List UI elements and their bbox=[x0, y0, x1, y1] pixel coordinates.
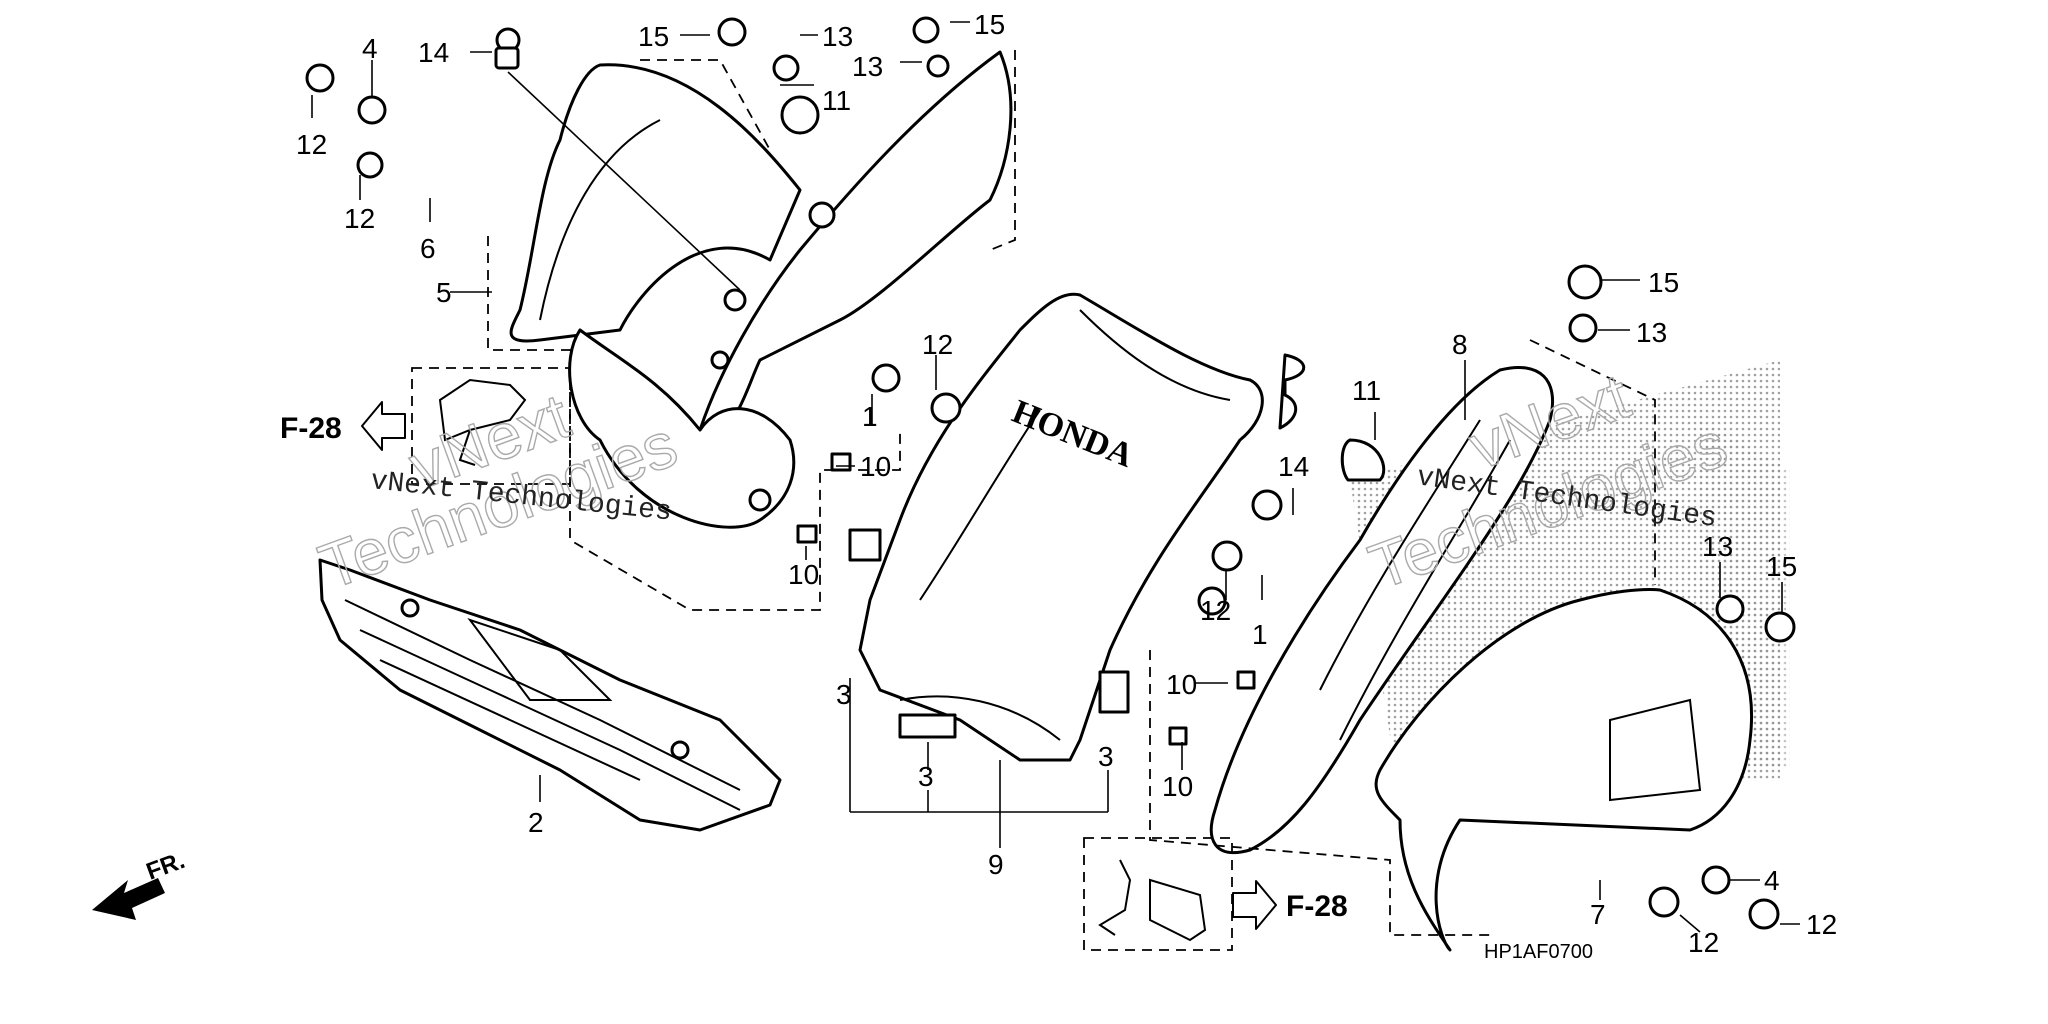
group-outline-right-bottom bbox=[1149, 650, 1490, 936]
callout-label: 12 bbox=[344, 203, 375, 234]
callout-label: 10 bbox=[1162, 771, 1193, 802]
callout-label: 13 bbox=[1636, 317, 1667, 348]
callout-label: 12 bbox=[1688, 927, 1719, 958]
windscreen-part-5 bbox=[509, 63, 802, 343]
callout-label: 13 bbox=[1702, 531, 1733, 562]
group-outline-left-top bbox=[989, 50, 1016, 251]
group-outline-left-top2 bbox=[640, 59, 771, 151]
reference-right[interactable]: F-28 bbox=[1232, 880, 1348, 930]
callout-label: 2 bbox=[528, 807, 544, 838]
ref-label-left: F-28 bbox=[280, 412, 342, 445]
callout-label: 3 bbox=[918, 761, 934, 792]
diagram-code: HP1AF0700 bbox=[1484, 941, 1593, 963]
reference-left[interactable]: F-28 bbox=[280, 401, 406, 451]
bracket-detail-left bbox=[438, 378, 527, 466]
callout-label: 11 bbox=[1352, 375, 1381, 406]
arrow-right-icon bbox=[1232, 880, 1277, 930]
callout-label: 4 bbox=[362, 33, 378, 64]
ref-label-right: F-28 bbox=[1286, 890, 1348, 923]
callout-label: 1 bbox=[862, 401, 878, 432]
callout-label: 7 bbox=[1590, 899, 1606, 930]
leader-lines bbox=[311, 21, 1800, 933]
callout-label: 6 bbox=[420, 233, 436, 264]
callout-label: 13 bbox=[822, 21, 853, 52]
callout-label: 13 bbox=[852, 51, 883, 82]
group-outline-left bbox=[487, 236, 901, 611]
callout-label: 12 bbox=[1200, 595, 1231, 626]
group-outline-right bbox=[1529, 339, 1656, 585]
fasteners bbox=[305, 16, 1796, 930]
front-label: FR. bbox=[143, 847, 189, 886]
callout-label: 11 bbox=[822, 85, 851, 116]
callout-label: 12 bbox=[296, 129, 327, 160]
callout-label: 5 bbox=[436, 277, 452, 308]
front-direction-indicator: FR. bbox=[92, 847, 188, 920]
callout-label: 15 bbox=[1766, 551, 1797, 582]
callout-label: 12 bbox=[1806, 909, 1837, 940]
callout-label: 12 bbox=[922, 329, 953, 360]
callout-label: 9 bbox=[988, 849, 1004, 880]
callout-label: 15 bbox=[638, 21, 669, 52]
front-cover-part-9 bbox=[858, 292, 1264, 762]
detail-box-right bbox=[1083, 837, 1233, 951]
callout-label: 3 bbox=[1098, 741, 1114, 772]
callout-label: 10 bbox=[788, 559, 819, 590]
callout-label: 8 bbox=[1452, 329, 1468, 360]
callout-label: 4 bbox=[1764, 865, 1780, 896]
front-arrow-icon bbox=[92, 878, 165, 920]
callout-label: 15 bbox=[974, 9, 1005, 40]
callout-label: 3 bbox=[836, 679, 852, 710]
callouts: 14 4 12 12 6 5 15 13 11 13 15 12 1 10 10… bbox=[296, 9, 1837, 958]
front-fender bbox=[1374, 588, 1753, 952]
arrow-left-icon bbox=[361, 401, 406, 451]
callout-label: 14 bbox=[1278, 451, 1309, 482]
callout-label: 10 bbox=[1166, 669, 1197, 700]
callout-label: 1 bbox=[1252, 619, 1268, 650]
bracket-detail-right bbox=[1098, 859, 1207, 942]
callout-label: 10 bbox=[860, 451, 891, 482]
callout-label: 15 bbox=[1648, 267, 1679, 298]
radiator-grille-part-2 bbox=[318, 558, 782, 832]
windscreen-frame bbox=[568, 50, 1013, 529]
callout-label: 14 bbox=[418, 37, 449, 68]
side-cover-part-8 bbox=[1209, 365, 1555, 855]
